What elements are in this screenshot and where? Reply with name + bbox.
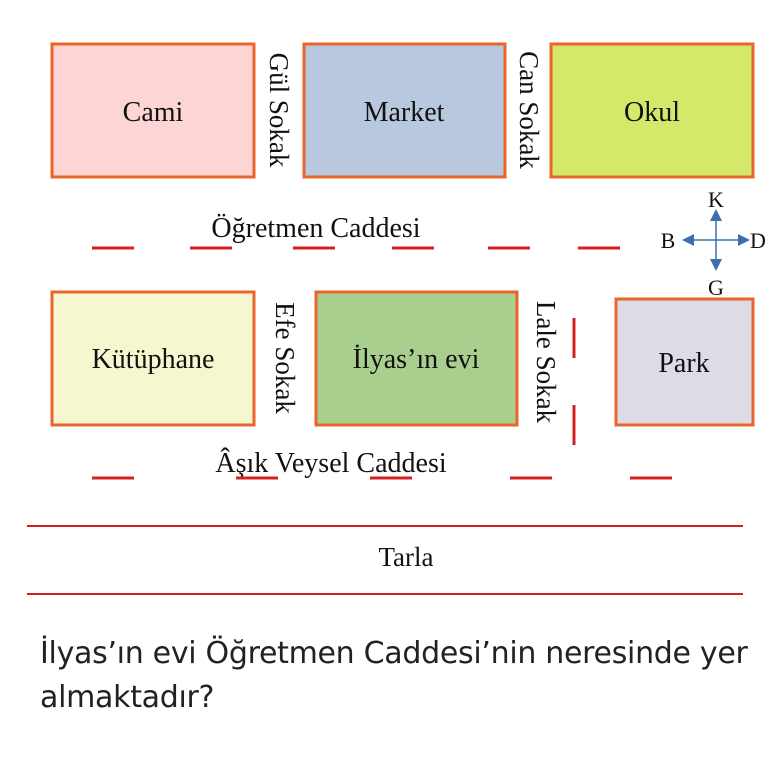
building-okul-label: Okul: [624, 97, 680, 128]
compass-west-label: B: [661, 228, 676, 253]
building-cami-label: Cami: [123, 97, 184, 128]
compass-south-label: G: [708, 275, 724, 300]
building-ilyas-evi-box: [314, 290, 519, 427]
street-can-sokak: Can Sokak: [514, 51, 544, 169]
compass-east-label: D: [750, 228, 766, 253]
street-efe-sokak: Efe Sokak: [270, 302, 300, 414]
building-okul-box: [549, 42, 755, 179]
compass-north-label: K: [708, 187, 724, 212]
field-label: Tarla: [378, 542, 433, 572]
building-market-label: Market: [364, 97, 445, 128]
field-tarla: Tarla: [27, 525, 743, 595]
question-text: İlyas’ın evi Öğretmen Caddesi’nin neresi…: [40, 636, 748, 715]
building-cami-box: [50, 42, 256, 179]
building-market-box: [302, 42, 507, 179]
building-park: Park: [614, 297, 755, 427]
building-kutuphane: Kütüphane: [50, 290, 256, 427]
street-lale-sokak: Lale Sokak: [531, 301, 561, 424]
building-kutuphane-box: [50, 290, 256, 427]
building-ilyas-evi-label: İlyas’ın evi: [353, 344, 480, 375]
building-market: Market: [302, 42, 507, 179]
building-okul: Okul: [549, 42, 755, 179]
street-ogretmen-caddesi: Öğretmen Caddesi: [211, 213, 420, 244]
street-asik-veysel-caddesi: Âşık Veysel Caddesi: [215, 448, 446, 479]
street-gul-sokak: Gül Sokak: [264, 53, 294, 168]
building-ilyas-evi: İlyas’ın evi: [314, 290, 519, 427]
building-park-box: [614, 297, 755, 427]
building-cami: Cami: [50, 42, 256, 179]
compass: K G B D: [661, 187, 766, 300]
building-park-label: Park: [658, 348, 709, 379]
building-kutuphane-label: Kütüphane: [92, 344, 215, 375]
